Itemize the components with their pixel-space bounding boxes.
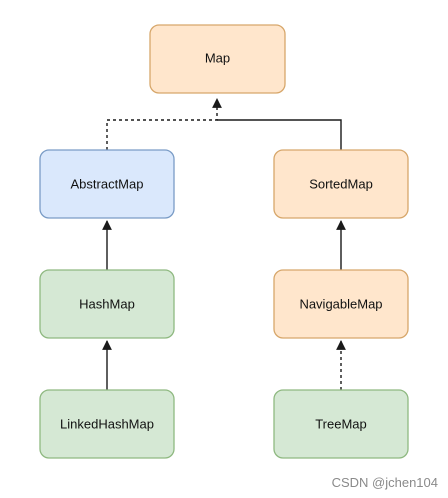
node-linked-hash-map: LinkedHashMap: [39, 389, 175, 459]
edge-sortedmap-to-map: [217, 119, 342, 150]
edges: [102, 98, 346, 390]
node-abstract-map-label: AbstractMap: [71, 176, 144, 191]
node-abstract-map: AbstractMap: [39, 149, 175, 219]
node-sorted-map-label: SortedMap: [309, 176, 373, 191]
node-tree-map-box: [273, 389, 409, 459]
node-linked-hash-map-box: [39, 389, 175, 459]
node-map: Map: [149, 24, 286, 94]
node-navigable-map-label: NavigableMap: [299, 296, 382, 311]
node-navigable-map-box: [273, 269, 409, 339]
node-hash-map-box: [39, 269, 175, 339]
node-map-box: [149, 24, 286, 94]
node-tree-map: TreeMap: [273, 389, 409, 459]
node-tree-map-label: TreeMap: [315, 416, 367, 431]
node-abstract-map-box: [39, 149, 175, 219]
node-hash-map-label: HashMap: [79, 296, 135, 311]
node-sorted-map: SortedMap: [273, 149, 409, 219]
node-sorted-map-box: [273, 149, 409, 219]
node-hash-map: HashMap: [39, 269, 175, 339]
edge-abstractmap-to-map: [106, 98, 222, 150]
node-navigable-map: NavigableMap: [273, 269, 409, 339]
node-map-label: Map: [205, 50, 230, 65]
node-linked-hash-map-label: LinkedHashMap: [60, 416, 154, 431]
watermark: CSDN @jchen104: [331, 475, 438, 490]
